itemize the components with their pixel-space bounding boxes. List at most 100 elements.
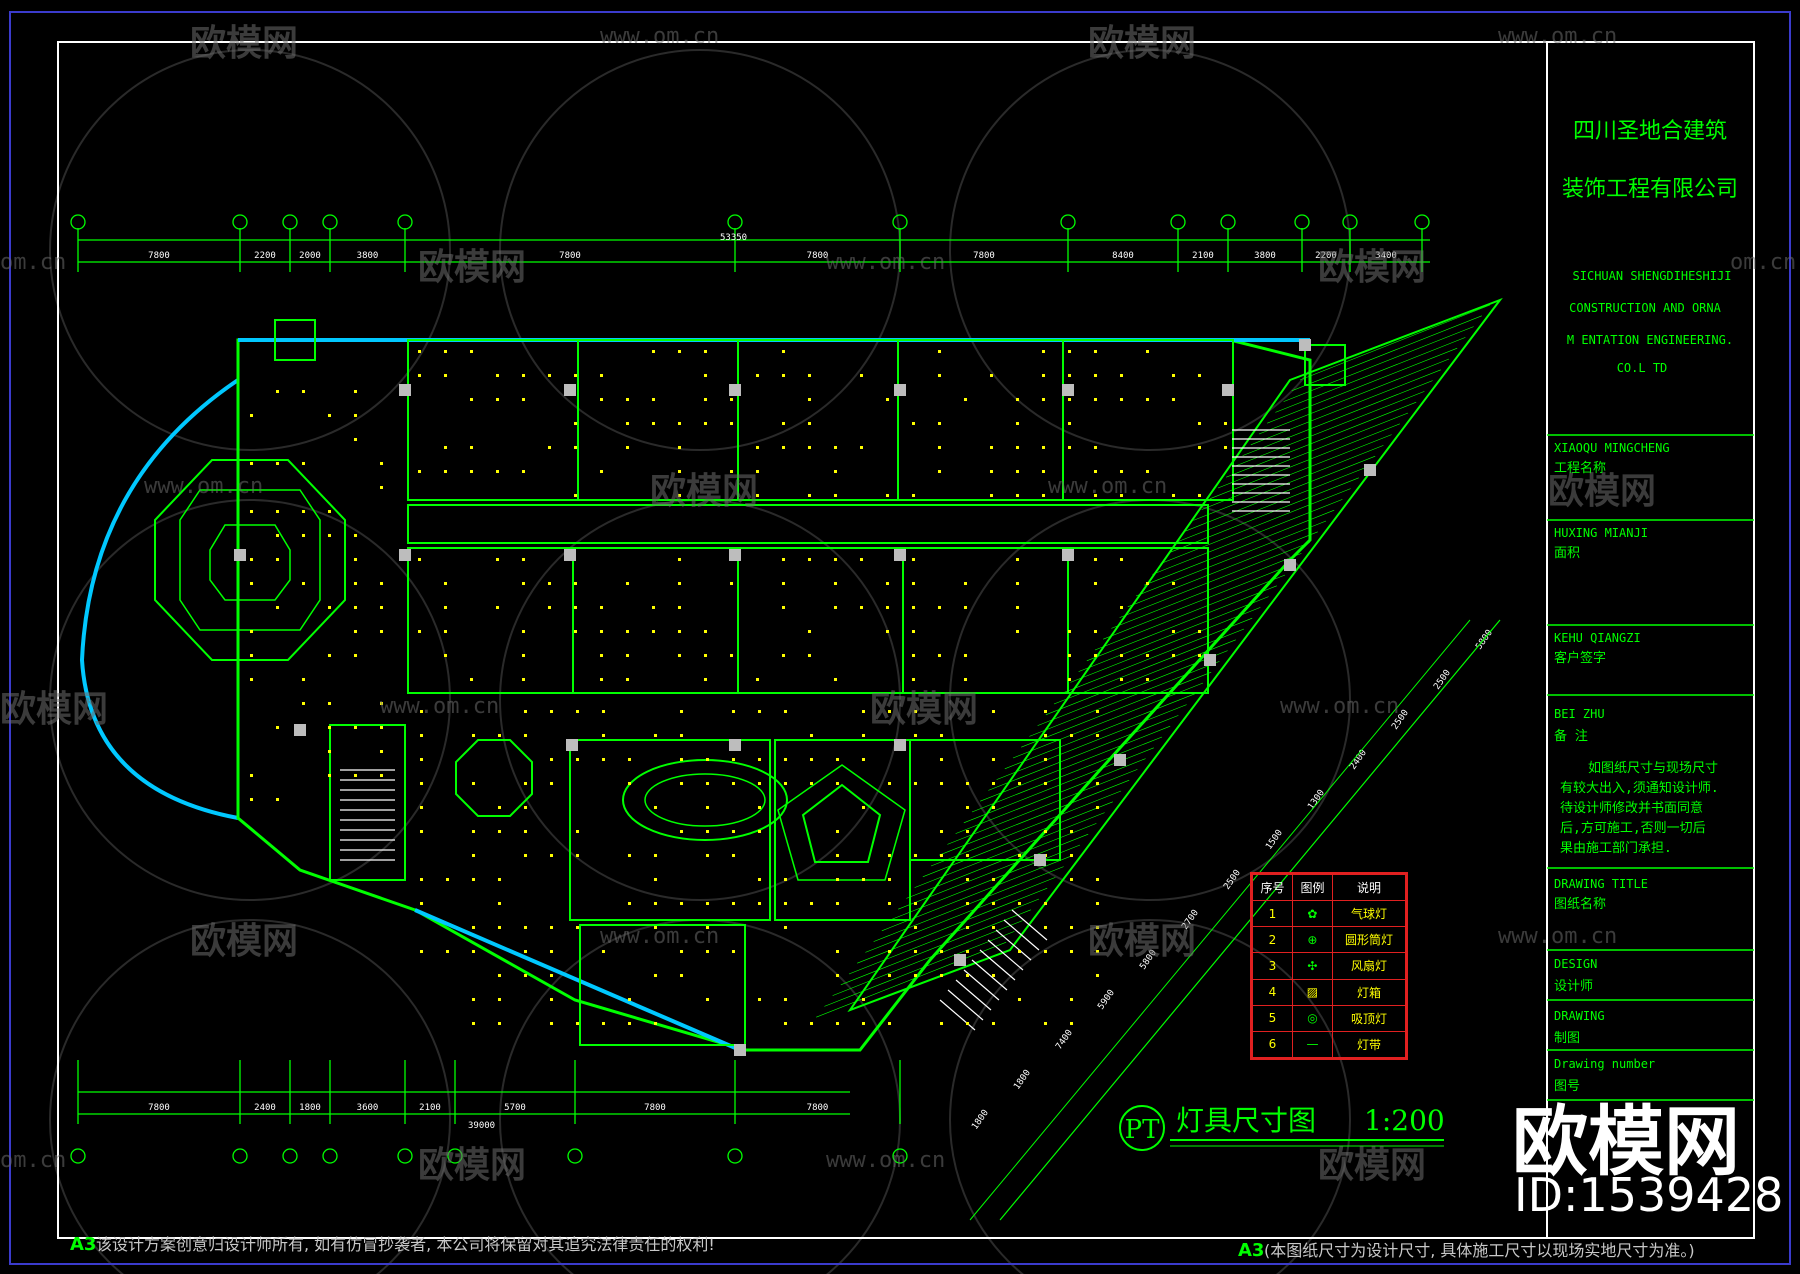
company-name-en-4: CO.L TD bbox=[1617, 361, 1668, 375]
dimension-label: 3800 bbox=[357, 251, 379, 261]
dimension-label: 2100 bbox=[419, 1103, 441, 1113]
dimension-label: 5900 bbox=[1096, 988, 1117, 1012]
light-fixtures bbox=[250, 350, 1227, 1025]
dimension-label: 7800 bbox=[559, 251, 581, 261]
number-label-en: Drawing number bbox=[1554, 1057, 1655, 1071]
watermark-circles bbox=[49, 49, 1351, 1274]
number-label-cn: 图号 bbox=[1554, 1079, 1580, 1094]
watermark-brand: 欧模网 bbox=[190, 921, 299, 962]
dimension-label: 8400 bbox=[1112, 251, 1134, 261]
dimension-label: 7800 bbox=[148, 1103, 170, 1113]
legend-no: 1 bbox=[1252, 900, 1293, 928]
legend-row: 2 ⊕ 圆形筒灯 bbox=[1252, 926, 1407, 954]
dimension-label: 7800 bbox=[807, 1103, 829, 1113]
legend-table: 序号 图例 说明 1 ✿ 气球灯 2 ⊕ 圆形筒灯 3 ✣ 风扇灯 4 ▨ 灯箱… bbox=[1252, 873, 1407, 1059]
legend-desc: 灯带 bbox=[1331, 1030, 1407, 1059]
watermark-url: www.om.cn bbox=[380, 694, 500, 719]
legend-desc: 吸顶灯 bbox=[1331, 1004, 1407, 1032]
central-corridor bbox=[407, 504, 1209, 544]
company-name: 四川圣地合建筑 装饰工程有限公司 SICHUAN SHENGDIHESHIJI … bbox=[1562, 119, 1738, 375]
elliptical-ceiling bbox=[622, 759, 788, 841]
dimension-label: 2200 bbox=[1315, 251, 1337, 261]
ceiling-lamp-icon: ◎ bbox=[1291, 1004, 1333, 1032]
dimension-label: 1800 bbox=[970, 1108, 991, 1132]
footer: A3 该设计方案创意归设计师所有, 如有仿冒抄袭者, 本公司将保留对其追究法律责… bbox=[70, 1234, 1695, 1261]
drawing-tag: PT bbox=[1125, 1115, 1160, 1145]
legend-row: 1 ✿ 气球灯 bbox=[1252, 900, 1407, 928]
drawing-scale: 1:200 bbox=[1364, 1104, 1445, 1137]
dimension-label: 2200 bbox=[254, 251, 276, 261]
dimension-label: 3600 bbox=[357, 1103, 379, 1113]
dimension-label: 5700 bbox=[504, 1103, 526, 1113]
legend-desc: 圆形筒灯 bbox=[1331, 926, 1407, 954]
company-name-en-2: CONSTRUCTION AND ORNA bbox=[1569, 301, 1721, 315]
floor-plan bbox=[79, 297, 1503, 1052]
legend-row: 4 ▨ 灯箱 bbox=[1252, 978, 1407, 1006]
watermark-url: www.om.cn bbox=[1498, 24, 1618, 49]
company-name-en-1: SICHUAN SHENGDIHESHIJI bbox=[1573, 269, 1732, 283]
light-box-icon: ▨ bbox=[1291, 978, 1333, 1006]
drawing-title-block: PT 灯具尺寸图 1:200 bbox=[1119, 1104, 1445, 1151]
company-name-en-3: M ENTATION ENGINEERING. bbox=[1567, 333, 1733, 347]
legend-desc: 风扇灯 bbox=[1331, 952, 1407, 980]
dimension-label: 3800 bbox=[1254, 251, 1276, 261]
legend-header-row: 序号 图例 说明 bbox=[1252, 873, 1407, 902]
watermark-url: om.cn bbox=[0, 250, 67, 275]
title-block-fields: XIAOQU MINGCHENG 工程名称 HUXING MIANJI 面积 K… bbox=[1554, 441, 1719, 1094]
drawing-title: 灯具尺寸图 bbox=[1176, 1104, 1316, 1137]
outer-wall bbox=[236, 338, 1312, 1052]
dimension-label: 2400 bbox=[1348, 748, 1369, 772]
watermark-brand: 欧模网 bbox=[190, 23, 299, 64]
legend-no: 2 bbox=[1252, 926, 1293, 954]
watermark-url: www.om.cn bbox=[600, 24, 720, 49]
watermark-brand: 欧模网 bbox=[870, 689, 979, 730]
legend-row: 3 ✣ 风扇灯 bbox=[1252, 952, 1407, 980]
light-strip-icon: — bbox=[1291, 1030, 1333, 1059]
bottom-total-dimension: 39000 bbox=[468, 1121, 495, 1131]
watermark-brand: 欧模网 bbox=[650, 471, 759, 512]
watermark-brand: 欧模网 bbox=[1088, 921, 1197, 962]
remark-line: 待设计师修改并书面同意 bbox=[1560, 800, 1703, 816]
structural-columns bbox=[234, 339, 1376, 1056]
remark-line: 有较大出入,须通知设计师. bbox=[1560, 780, 1719, 796]
dimension-label: 3400 bbox=[1375, 251, 1397, 261]
watermark-url: www.om.cn bbox=[1280, 694, 1400, 719]
dimension-label: 7400 bbox=[1054, 1028, 1075, 1052]
dimension-label: 1500 bbox=[1264, 828, 1285, 852]
legend-row: 5 ◎ 吸顶灯 bbox=[1252, 1004, 1407, 1032]
watermark-brand: 欧模网 bbox=[1318, 247, 1427, 288]
lighting-legend: 序号 图例 说明 1 ✿ 气球灯 2 ⊕ 圆形筒灯 3 ✣ 风扇灯 4 ▨ 灯箱… bbox=[1250, 872, 1408, 1060]
dimension-label: 2400 bbox=[254, 1103, 276, 1113]
design-label-cn: 设计师 bbox=[1554, 979, 1593, 994]
legend-desc: 灯箱 bbox=[1331, 978, 1407, 1006]
dimension-label: 2500 bbox=[1222, 868, 1243, 892]
brand-logo: 欧模网 bbox=[1512, 1097, 1740, 1186]
stairs bbox=[340, 429, 1290, 1031]
project-label-cn: 工程名称 bbox=[1554, 460, 1606, 476]
drawing-title-label-cn: 图纸名称 bbox=[1554, 896, 1606, 912]
remark-line: 如图纸尺寸与现场尺寸 bbox=[1588, 760, 1718, 776]
drawing-title-label-en: DRAWING TITLE bbox=[1554, 877, 1648, 891]
curved-curtain-wall bbox=[79, 378, 240, 820]
remark-label-en: BEI ZHU bbox=[1554, 707, 1605, 721]
dimension-label: 7800 bbox=[807, 251, 829, 261]
dimension-label: 2000 bbox=[299, 251, 321, 261]
watermark-url: om.cn bbox=[0, 1148, 67, 1173]
area-label-en: HUXING MIANJI bbox=[1554, 526, 1648, 540]
dimension-label: 7800 bbox=[973, 251, 995, 261]
legend-no: 6 bbox=[1252, 1030, 1293, 1059]
pentagon-ceiling bbox=[801, 783, 882, 863]
sheet-border bbox=[9, 11, 1791, 1265]
dimension-label: 1800 bbox=[1012, 1068, 1033, 1092]
watermark-brand: 欧模网 bbox=[0, 689, 109, 730]
company-name-cn-2: 装饰工程有限公司 bbox=[1562, 177, 1738, 202]
watermark-brand: 欧模网 bbox=[1088, 23, 1197, 64]
octagonal-ceiling bbox=[154, 459, 346, 661]
legend-header: 序号 bbox=[1252, 873, 1293, 902]
downlight-icon: ⊕ bbox=[1291, 926, 1333, 954]
dimension-label: 1800 bbox=[299, 1103, 321, 1113]
company-name-cn-1: 四川圣地合建筑 bbox=[1573, 119, 1727, 144]
